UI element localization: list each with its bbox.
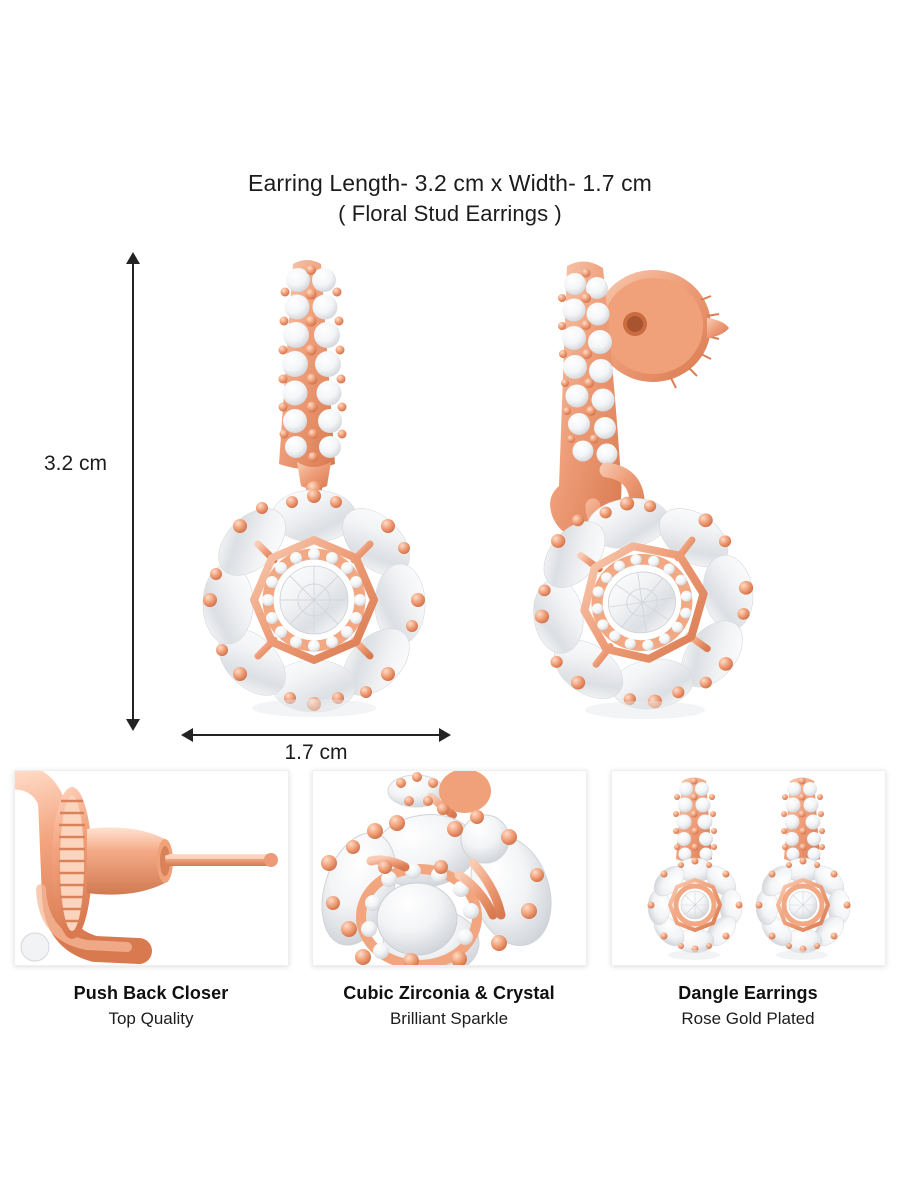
caption-cubic-zirconia-crystal: Cubic Zirconia & Crystal Brilliant Spark…	[304, 980, 594, 1032]
earring-right-image	[495, 240, 795, 745]
panel-dangle-earrings[interactable]	[611, 770, 886, 966]
caption-subtitle: Brilliant Sparkle	[389, 1009, 509, 1028]
panel-push-back-closer[interactable]	[14, 770, 289, 966]
feature-captions: Push Back Closer Top Quality Cubic Zirco…	[0, 980, 900, 1050]
width-dimension-arrow	[181, 728, 451, 742]
caption-subtitle: Rose Gold Plated	[681, 1009, 815, 1028]
width-dimension-label: 1.7 cm	[284, 741, 348, 764]
caption-title: Push Back Closer	[73, 983, 229, 1003]
feature-panels	[0, 770, 900, 970]
page-title: Earring Length- 3.2 cm x Width- 1.7 cm (…	[0, 168, 900, 229]
caption-title: Cubic Zirconia & Crystal	[343, 983, 555, 1003]
caption-title: Dangle Earrings	[678, 983, 818, 1003]
caption-dangle-earrings: Dangle Earrings Rose Gold Plated	[603, 980, 893, 1032]
earring-left-image	[185, 240, 465, 745]
push-back-disc	[595, 270, 729, 389]
caption-subtitle: Top Quality	[108, 1009, 194, 1028]
title-product-type-line: ( Floral Stud Earrings )	[338, 201, 562, 226]
height-dimension-arrow	[126, 252, 140, 731]
title-dimensions-line: Earring Length- 3.2 cm x Width- 1.7 cm	[248, 170, 652, 196]
panel-cubic-zirconia-crystal[interactable]	[312, 770, 587, 966]
caption-push-back-closer: Push Back Closer Top Quality	[6, 980, 296, 1032]
height-dimension-label: 3.2 cm	[44, 452, 108, 475]
